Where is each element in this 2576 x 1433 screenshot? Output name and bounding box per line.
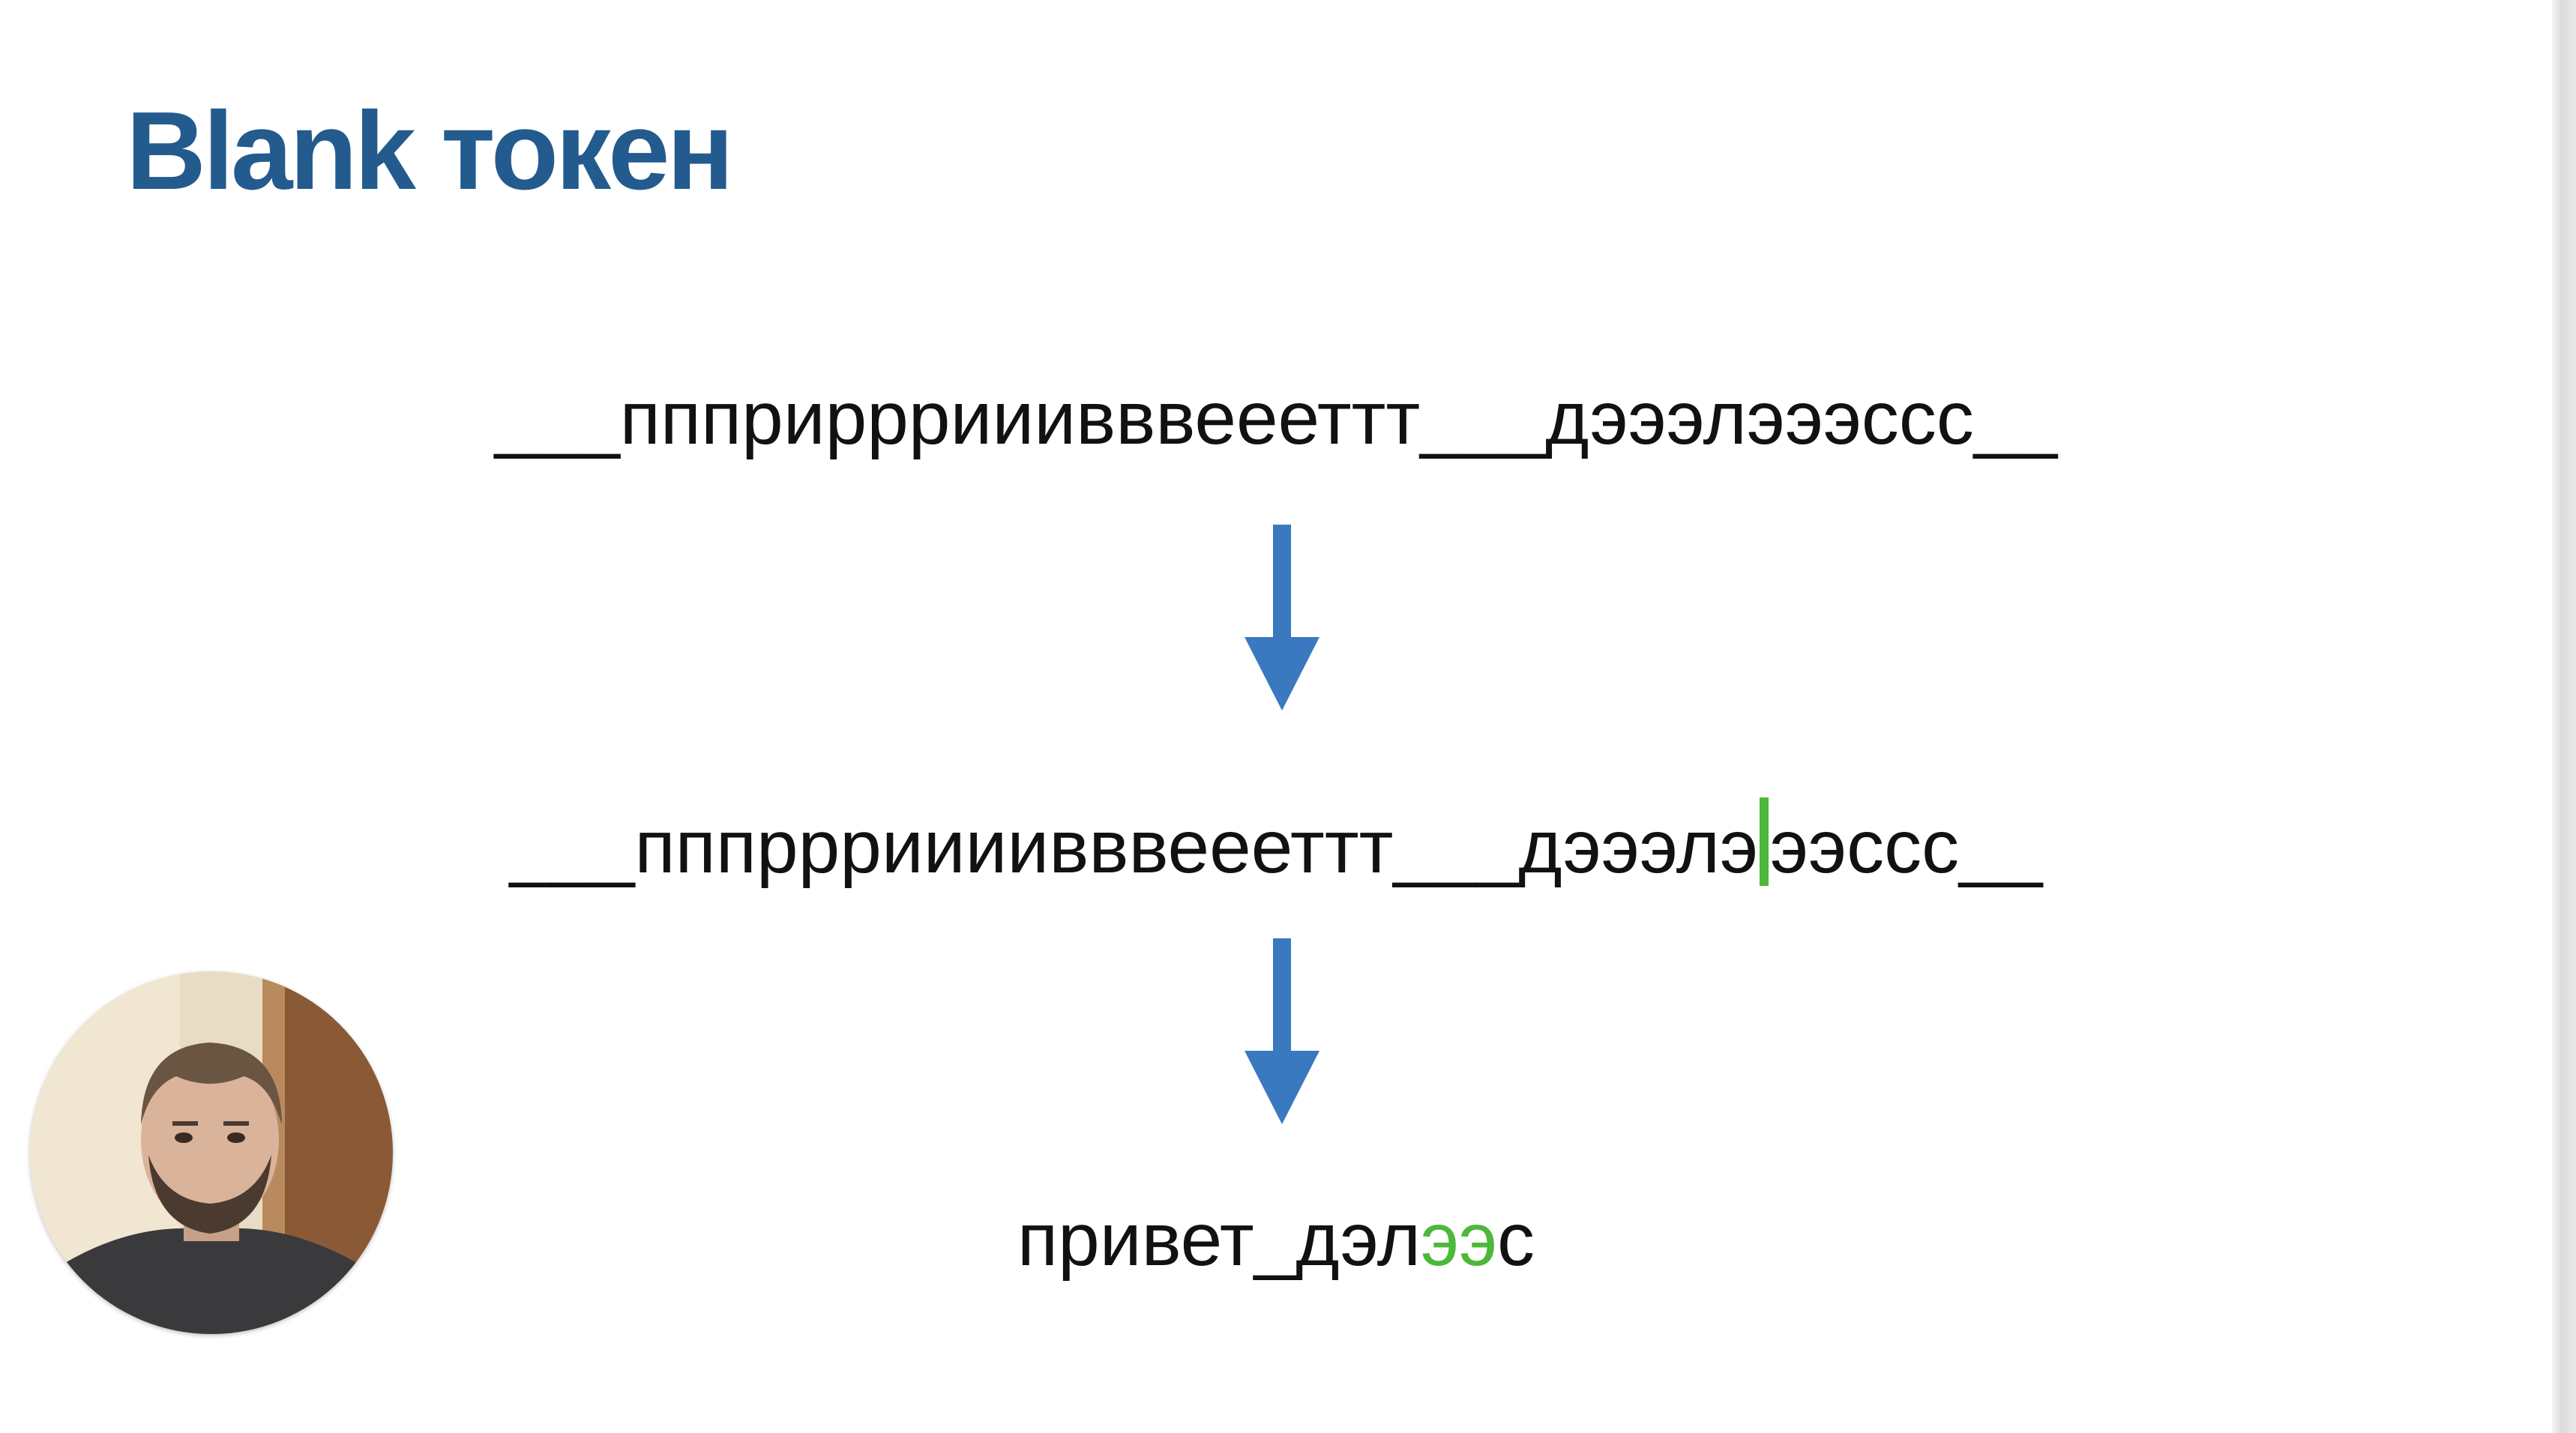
result-highlight: ээ: [1420, 1198, 1498, 1282]
raw-token-sequence: ___ппприрррииивввеееттт___дэээлэээссс__: [494, 376, 2058, 460]
result-suffix: с: [1497, 1198, 1535, 1282]
sequence-after-cursor: ээссс__: [1770, 805, 2043, 889]
presenter-webcam: [30, 971, 393, 1334]
split-marker: [1760, 797, 1769, 886]
presenter-image: [30, 971, 393, 1334]
window-edge: [2552, 0, 2576, 1433]
arrow-down-icon: [1245, 938, 1319, 1124]
slide-title: Blank токен: [126, 89, 734, 213]
arrow-down-icon: [1245, 525, 1319, 711]
decoded-result: привет_дэлээс: [0, 1202, 2552, 1277]
result-prefix: привет_дэл: [1017, 1198, 1421, 1282]
sequence-before-cursor: ___пппррриииивввеееттт___дэээлэ: [509, 805, 1759, 889]
